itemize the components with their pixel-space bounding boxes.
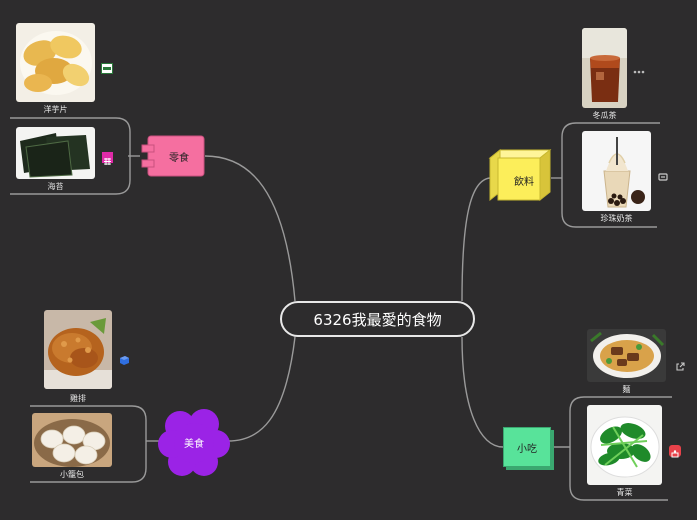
root-topic-label: 6326我最愛的食物: [313, 310, 442, 329]
winter-melon-tea-caption: 冬瓜茶: [592, 111, 617, 120]
bubble-tea-caption: 珍珠奶茶: [600, 214, 633, 223]
food-topic[interactable]: [158, 406, 230, 478]
root-topic[interactable]: 6326我最愛的食物: [280, 301, 475, 337]
cube-icon[interactable]: [119, 350, 130, 365]
potato-chips-caption: 洋芋片: [43, 105, 68, 114]
winter-melon-tea-image[interactable]: [582, 28, 627, 108]
greens-image[interactable]: [587, 405, 662, 485]
settings-icon[interactable]: [657, 171, 669, 183]
stamp-icon[interactable]: [669, 445, 681, 458]
link-icon[interactable]: [675, 357, 685, 371]
light-topic[interactable]: 小吃: [503, 427, 551, 467]
seaweed-image[interactable]: [16, 127, 95, 179]
fried-chicken-caption: 雞排: [70, 394, 86, 403]
xiaolongbao-caption: 小籠包: [60, 470, 84, 479]
snacks-topic[interactable]: [140, 134, 206, 178]
bubble-tea-image[interactable]: [582, 131, 651, 211]
snacks-topic-label: 零食: [169, 152, 189, 164]
fried-chicken-image[interactable]: [44, 310, 112, 389]
greens-caption: 青菜: [616, 488, 633, 497]
drinks-topic-label: 飲料: [514, 176, 534, 188]
xiaolongbao-image[interactable]: [32, 413, 112, 467]
noodles-image[interactable]: [587, 329, 666, 382]
light-topic-label: 小吃: [517, 443, 537, 455]
seaweed-caption: 海苔: [47, 182, 64, 191]
noodles-caption: 麵: [622, 385, 631, 394]
excel-icon[interactable]: [101, 63, 113, 74]
food-topic-label: 美食: [184, 438, 204, 450]
drinks-topic[interactable]: [488, 148, 554, 204]
potato-chips-image[interactable]: [16, 23, 95, 102]
more-icon[interactable]: [632, 67, 646, 77]
grid-icon[interactable]: [102, 152, 113, 165]
